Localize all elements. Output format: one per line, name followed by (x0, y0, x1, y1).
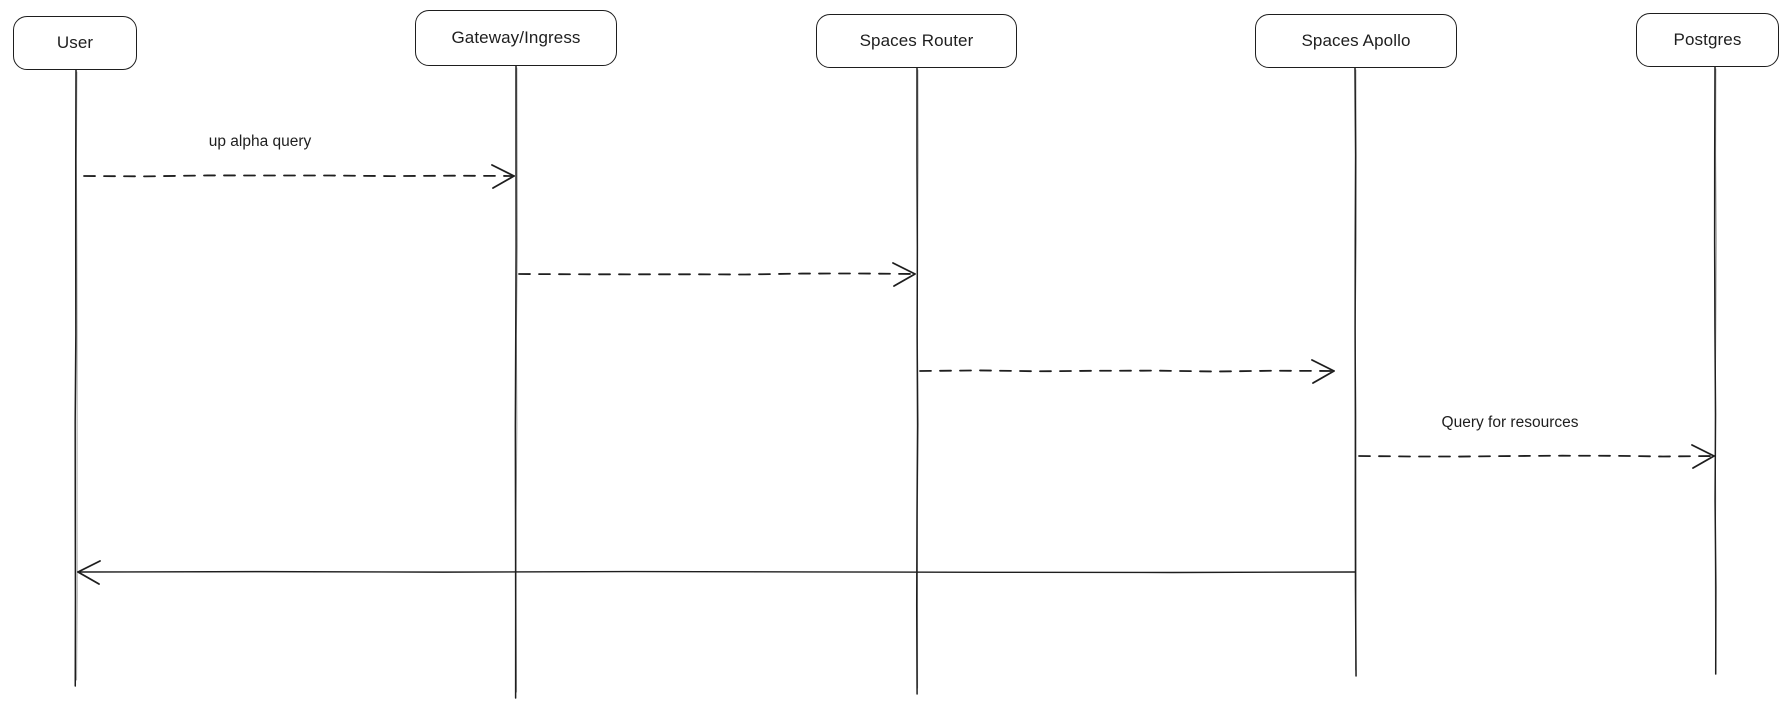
participant-label-user: User (56, 33, 94, 52)
message-line-msg-gateway-to-router (518, 272, 916, 276)
participant-label-gateway-ingress: Gateway/Ingress (451, 28, 581, 47)
participant-label-spaces-apollo: Spaces Apollo (1301, 31, 1411, 50)
message-label-msg-up-alpha-query: up alpha query (204, 133, 316, 151)
message-line-msg-return-to-user (77, 570, 1356, 574)
lifeline-postgres (1713, 66, 1717, 675)
lifeline-spaces-router (915, 67, 919, 695)
message-label-msg-query-for-resources: Query for resources (1437, 414, 1583, 432)
lifelines-group (74, 65, 1717, 699)
message-line-msg-up-alpha-query (83, 174, 515, 178)
participant-box-spaces-router[interactable]: Spaces Router (816, 14, 1017, 68)
participant-box-spaces-apollo[interactable]: Spaces Apollo (1255, 14, 1457, 68)
lifeline-postgres-sketch-stroke (1714, 68, 1717, 669)
participant-box-user[interactable]: User (13, 16, 137, 70)
message-line-msg-router-to-apollo (919, 369, 1335, 373)
lifeline-spaces-apollo-sketch-stroke (1354, 69, 1357, 671)
participant-box-postgres[interactable]: Postgres (1636, 13, 1779, 67)
arrowhead-msg-query-for-resources (1691, 444, 1715, 469)
participant-box-gateway-ingress[interactable]: Gateway/Ingress (415, 10, 617, 66)
lifeline-user-sketch-stroke (75, 71, 78, 681)
arrowhead-msg-return-to-user (77, 560, 101, 585)
message-line-msg-query-for-resources (1358, 454, 1715, 458)
lifeline-spaces-router-sketch-stroke (916, 69, 919, 689)
lifeline-gateway-ingress (514, 65, 517, 699)
arrowhead-msg-gateway-to-router (892, 262, 916, 287)
lifeline-gateway-ingress-sketch-stroke (515, 67, 518, 693)
participant-label-spaces-router: Spaces Router (859, 31, 974, 50)
messages-group (77, 164, 1715, 585)
participant-label-postgres: Postgres (1673, 30, 1742, 49)
lifeline-user (74, 69, 77, 687)
arrowhead-msg-up-alpha-query (491, 164, 515, 189)
arrowhead-msg-router-to-apollo (1311, 359, 1335, 384)
lifeline-spaces-apollo (1354, 67, 1357, 677)
